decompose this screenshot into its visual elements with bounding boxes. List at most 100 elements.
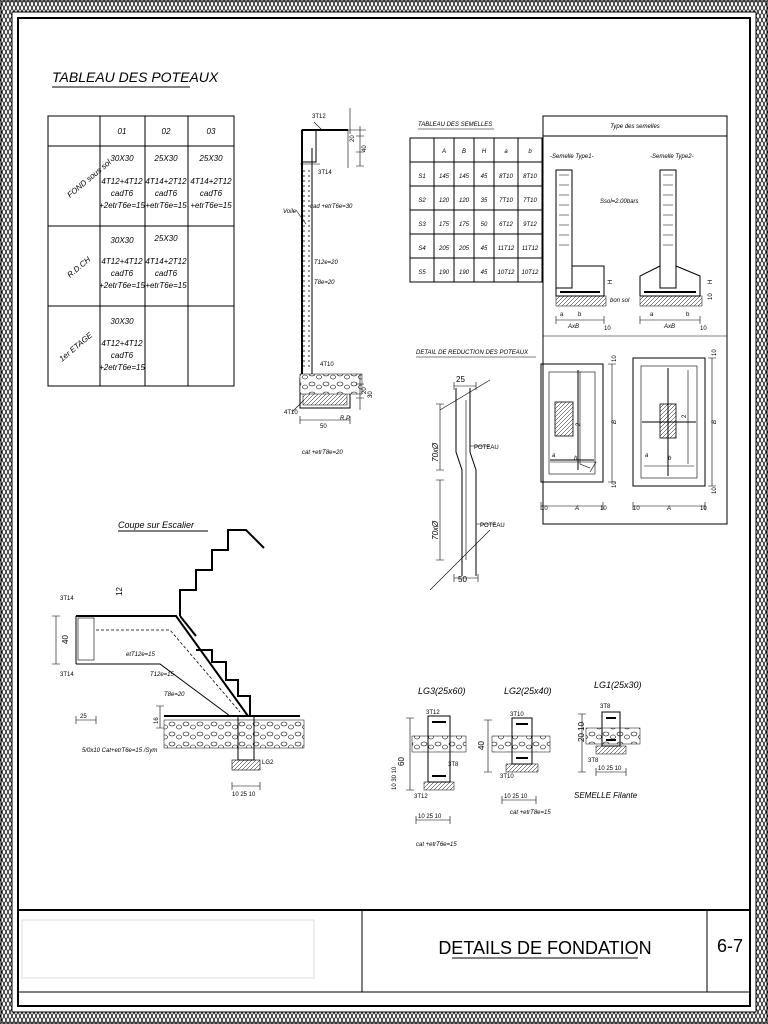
escalier-label: 25 [80, 714, 87, 720]
poteaux-cell: 25X30 [153, 154, 178, 163]
poteaux-cell: 4T14+2T12 [145, 257, 187, 266]
reduction-poteau: POTEAU [474, 445, 499, 451]
lg1-dim: 20 10 [577, 721, 586, 742]
sheet-number: 6-7 [717, 936, 743, 956]
lg1-title: LG1(25x30) [594, 680, 642, 690]
poteaux-cell: +2etrT6e=15 [99, 363, 145, 372]
semelle-cell: 10T12 [497, 270, 515, 276]
escalier-label: T12e=15 [150, 672, 175, 678]
poteaux-col-01: 01 [118, 127, 127, 136]
semelle-cell: 205 [438, 246, 450, 252]
sheet-title: DETAILS DE FONDATION [438, 938, 651, 958]
reduction-lap1: 70xØ [431, 442, 440, 462]
lg3-dim: 10 25 10 [418, 814, 442, 820]
reduction-section: DETAIL DE REDUCTION DES POTEAUX 25 50 70… [416, 350, 536, 591]
semelle-cell: 6T12 [499, 222, 513, 228]
lg2-title: LG2(25x40) [504, 686, 552, 696]
voile-label: cad +etrT6e=30 [310, 204, 353, 210]
type2-ten: 10 [708, 293, 714, 300]
voile-label: 20 [362, 387, 368, 394]
bon-sol-label: bon sol [610, 298, 630, 304]
voile-label: R.P [340, 416, 350, 422]
poteaux-cell: cadT6 [111, 351, 134, 360]
escalier-label: 40 [61, 635, 70, 644]
voile-label: 40 [362, 145, 368, 152]
lg3-note: cat +etrT6e=15 [416, 842, 457, 848]
semelle-cell: 8T10 [499, 174, 513, 180]
poteaux-col-03: 03 [207, 127, 216, 136]
poteaux-cell: 25X30 [198, 154, 223, 163]
escalier-label: 10 25 10 [232, 792, 256, 798]
poteaux-cell: 30X30 [110, 154, 134, 163]
type2-label: -Semelle Type2- [650, 154, 694, 160]
lg3-bar: 3T8 [448, 762, 459, 768]
voile-label: 4T10 [284, 410, 298, 416]
semelle-row-label: S5 [418, 270, 426, 276]
plan2-b: b [668, 456, 672, 462]
poteaux-cell: 4T14+2T12 [145, 177, 187, 186]
plan1-ten: 10 [600, 506, 607, 512]
reduction-title: DETAIL DE REDUCTION DES POTEAUX [416, 350, 529, 356]
plan2-ten: 10 [700, 506, 707, 512]
semelle-cell: 9T12 [523, 222, 537, 228]
lg3-dim: 10 30 10 [392, 766, 398, 790]
lg2-bar: 3T10 [510, 712, 524, 718]
semelles-header: b [528, 149, 532, 155]
semelle-cell: 7T10 [499, 198, 513, 204]
sol-label: Ssol=2.00bars [600, 199, 639, 205]
semelle-cell: 190 [459, 270, 470, 276]
longrines-section: LG3(25x60) 3T12 3T8 3T12 60 10 30 10 10 … [392, 680, 642, 848]
type1-axb: AxB [567, 324, 579, 330]
plan1-two: 2 [576, 422, 582, 426]
semelle-cell: 45 [481, 270, 488, 276]
voile-label: T8e=20 [314, 280, 335, 286]
semelle-cell: 11T12 [522, 246, 539, 252]
poteaux-row-label: R.D.CH [66, 255, 93, 280]
plan1-bigB: B [612, 420, 618, 424]
plan1-ten: 10 [612, 481, 618, 488]
voile-label: 3T14 [318, 170, 332, 176]
poteaux-cell: 4T14+2T12 [190, 177, 232, 186]
plan2-ten: 10 [633, 506, 640, 512]
type2-a: a [650, 312, 654, 318]
semelles-header: a [504, 149, 508, 155]
poteaux-cell: cadT6 [200, 189, 223, 198]
poteaux-row-label: 1er ETAGE [58, 330, 95, 363]
escalier-section: Coupe sur Escalier 3T14 3T14 40 12 etT12… [52, 520, 305, 798]
plan1-a: a [552, 453, 556, 459]
plan2-bigA: A [666, 506, 671, 512]
plan1-bigA: A [574, 506, 579, 512]
plan2-ten: 10 [712, 487, 718, 494]
poteaux-cell: 30X30 [110, 317, 134, 326]
type2-axb: AxB [663, 324, 675, 330]
semelle-cell: 10T12 [521, 270, 539, 276]
semelle-cell: 120 [459, 198, 470, 204]
title-block: DETAILS DE FONDATION 6-7 [18, 909, 750, 993]
semelle-cell: 50 [481, 222, 488, 228]
semelle-cell: 11T12 [498, 246, 515, 252]
escalier-label: T8e=20 [164, 692, 185, 698]
semelle-cell: 45 [481, 246, 488, 252]
semelles-title: TABLEAU DES SEMELLES [418, 122, 492, 128]
poteaux-cell: +2etrT6e=15 [99, 201, 145, 210]
semelle-cell: 45 [481, 174, 488, 180]
poteaux-cell: +etrT6e=15 [190, 201, 232, 210]
poteaux-cell: +2etrT6e=15 [99, 281, 145, 290]
poteaux-cell: 30X30 [110, 236, 134, 245]
escalier-title: Coupe sur Escalier [118, 520, 195, 530]
plan1-ten: 10 [541, 506, 548, 512]
voile-label: 3T12 [312, 114, 326, 120]
lg1-dim: 10 25 10 [598, 766, 622, 772]
semelles-header: B [462, 149, 466, 155]
poteaux-cell: cadT6 [111, 269, 134, 278]
poteaux-cell: 25X30 [153, 234, 178, 243]
type1-a: a [560, 312, 564, 318]
poteaux-section: TABLEAU DES POTEAUX 01 02 03 FOND sous s… [47, 69, 235, 387]
lg3-bar: 3T12 [414, 794, 428, 800]
voile-label: T12e=20 [314, 260, 339, 266]
semelle-cell: 145 [459, 174, 470, 180]
poteaux-table: 01 02 03 FOND sous sol R.D.CH 1er ETAGE … [47, 115, 235, 387]
